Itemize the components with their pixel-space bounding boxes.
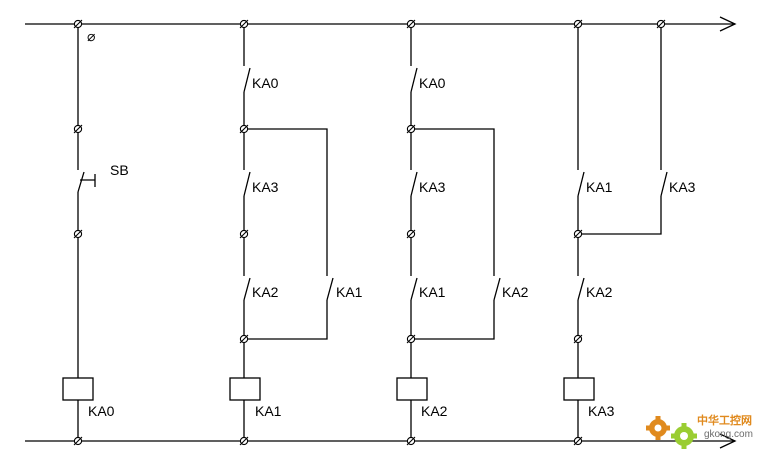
terminal-node bbox=[239, 124, 249, 134]
terminal-node bbox=[239, 436, 249, 446]
contact-ka2 bbox=[243, 277, 251, 301]
terminal-node bbox=[73, 229, 83, 239]
gear-icon bbox=[646, 416, 697, 449]
watermark: 中华工控网 gkong.com bbox=[646, 413, 753, 449]
parallel-label-r3: KA2 bbox=[502, 284, 529, 300]
contact-ka1 bbox=[410, 277, 418, 301]
top-mark: ⌀ bbox=[87, 28, 95, 44]
start-button-contact bbox=[77, 171, 85, 193]
terminal-node bbox=[406, 229, 416, 239]
terminal-node bbox=[73, 19, 83, 29]
top-rail-arrow bbox=[719, 16, 737, 32]
terminal-node bbox=[573, 334, 583, 344]
coil-ka0 bbox=[62, 377, 94, 401]
terminal-node bbox=[573, 229, 583, 239]
terminal-node bbox=[73, 436, 83, 446]
coil-label-ka1: KA1 bbox=[255, 403, 282, 419]
contact-label-r2-1: KA0 bbox=[252, 75, 279, 91]
rung-1 bbox=[62, 24, 96, 441]
watermark-brand: 中华工控网 bbox=[697, 413, 752, 427]
parallel-label-r4: KA3 bbox=[669, 179, 696, 195]
coil-label-ka2: KA2 bbox=[421, 403, 448, 419]
terminal-node bbox=[406, 19, 416, 29]
terminal-node bbox=[406, 124, 416, 134]
rung-3 bbox=[396, 24, 501, 441]
coil-ka1 bbox=[229, 377, 261, 401]
contact-label-r2-2: KA3 bbox=[252, 179, 279, 195]
terminal-node bbox=[656, 19, 666, 29]
coil-ka3 bbox=[563, 377, 595, 401]
terminal-node bbox=[406, 334, 416, 344]
terminal-node bbox=[73, 124, 83, 134]
terminal-markers bbox=[73, 19, 666, 446]
contact-label-r4-1: KA1 bbox=[586, 179, 613, 195]
contact-ka3 bbox=[243, 171, 251, 197]
parallel-contact-ka3 bbox=[660, 171, 668, 197]
contact-label-r3-2: KA3 bbox=[419, 179, 446, 195]
start-button-actuator bbox=[80, 174, 96, 187]
contact-ka2 bbox=[577, 277, 585, 301]
watermark-domain: gkong.com bbox=[704, 429, 753, 440]
contact-label-r4-2: KA2 bbox=[586, 284, 613, 300]
parallel-contact-ka2 bbox=[493, 277, 501, 301]
terminal-node bbox=[573, 19, 583, 29]
terminal-node bbox=[239, 334, 249, 344]
coil-label-ka3: KA3 bbox=[588, 403, 615, 419]
parallel-contact-ka1 bbox=[326, 277, 334, 301]
labels: ⌀ SB KA0 KA0 KA3 KA2 KA1 KA1 KA0 KA3 KA1… bbox=[87, 28, 696, 419]
contact-label-r3-3: KA1 bbox=[419, 284, 446, 300]
terminal-node bbox=[406, 436, 416, 446]
start-button-label: SB bbox=[110, 162, 129, 178]
contact-ka3 bbox=[410, 171, 418, 197]
terminal-node bbox=[573, 436, 583, 446]
bottom-rail-arrow bbox=[719, 433, 737, 449]
contact-label-r2-3: KA2 bbox=[252, 284, 279, 300]
parallel-label-r2: KA1 bbox=[336, 284, 363, 300]
contact-ka1 bbox=[577, 171, 585, 197]
contact-ka0 bbox=[243, 67, 251, 93]
contact-label-r3-1: KA0 bbox=[419, 75, 446, 91]
terminal-node bbox=[239, 229, 249, 239]
coil-label-ka0: KA0 bbox=[88, 403, 115, 419]
contact-ka0 bbox=[410, 67, 418, 93]
terminal-node bbox=[239, 19, 249, 29]
coil-ka2 bbox=[396, 377, 428, 401]
